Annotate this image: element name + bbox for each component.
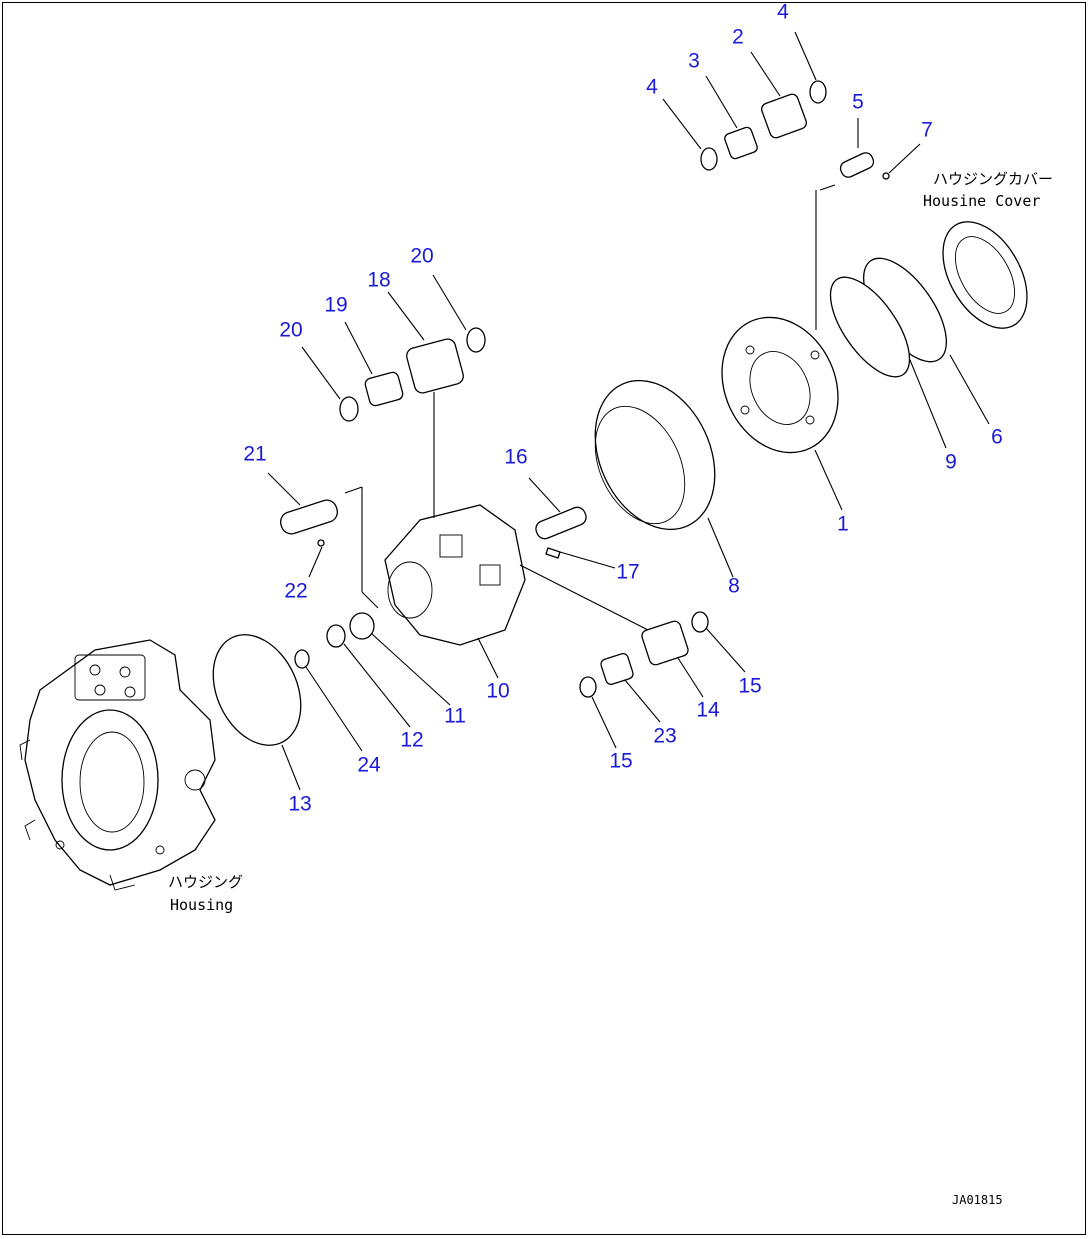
callout-23: 23 [653, 725, 676, 748]
drawing-code: JA01815 [952, 1193, 1003, 1207]
part-8-drawing [594, 379, 716, 531]
callout-17: 17 [616, 561, 639, 584]
leader-lines [267, 31, 990, 791]
callout-22: 22 [284, 580, 307, 603]
callout-20a: 20 [410, 245, 433, 268]
callout-8: 8 [728, 575, 740, 598]
ring-9-drawing [829, 276, 911, 378]
small-parts [212, 80, 890, 746]
part-1-drawing [721, 316, 839, 454]
callout-21: 21 [243, 443, 266, 466]
callout-13: 13 [288, 793, 311, 816]
callout-15b: 15 [609, 750, 632, 773]
callout-18: 18 [367, 269, 390, 292]
callout-9: 9 [945, 451, 957, 474]
callout-10: 10 [486, 680, 509, 703]
housing-label-en: Housing [170, 896, 233, 914]
callout-12: 12 [400, 729, 423, 752]
callout-labels: 4 2 3 4 5 7 20 18 19 20 21 22 16 17 8 1 … [243, 1, 1003, 816]
callout-2: 2 [732, 26, 744, 49]
callout-15a: 15 [738, 675, 761, 698]
callout-6: 6 [991, 426, 1003, 449]
callout-19: 19 [324, 294, 347, 317]
callout-4a: 4 [777, 1, 789, 24]
housing-label-jp: ハウジング [168, 873, 243, 891]
callout-7: 7 [921, 119, 933, 142]
callout-20b: 20 [279, 319, 302, 342]
callout-16: 16 [504, 446, 527, 469]
callout-14: 14 [696, 699, 720, 722]
callout-3: 3 [688, 50, 700, 73]
callout-5: 5 [852, 91, 864, 114]
callout-11: 11 [444, 705, 466, 728]
callout-24: 24 [357, 754, 381, 777]
housing-cover-drawing [942, 221, 1028, 329]
notes: ハウジングカバー Housine Cover ハウジング Housing JA0… [168, 170, 1053, 1207]
part-10-drawing [384, 504, 526, 646]
housing-drawing [19, 639, 216, 891]
callout-4b: 4 [646, 76, 658, 99]
housing-cover-label-jp: ハウジングカバー [933, 170, 1053, 188]
callout-1: 1 [837, 513, 849, 536]
housing-cover-label-en: Housine Cover [923, 192, 1040, 210]
